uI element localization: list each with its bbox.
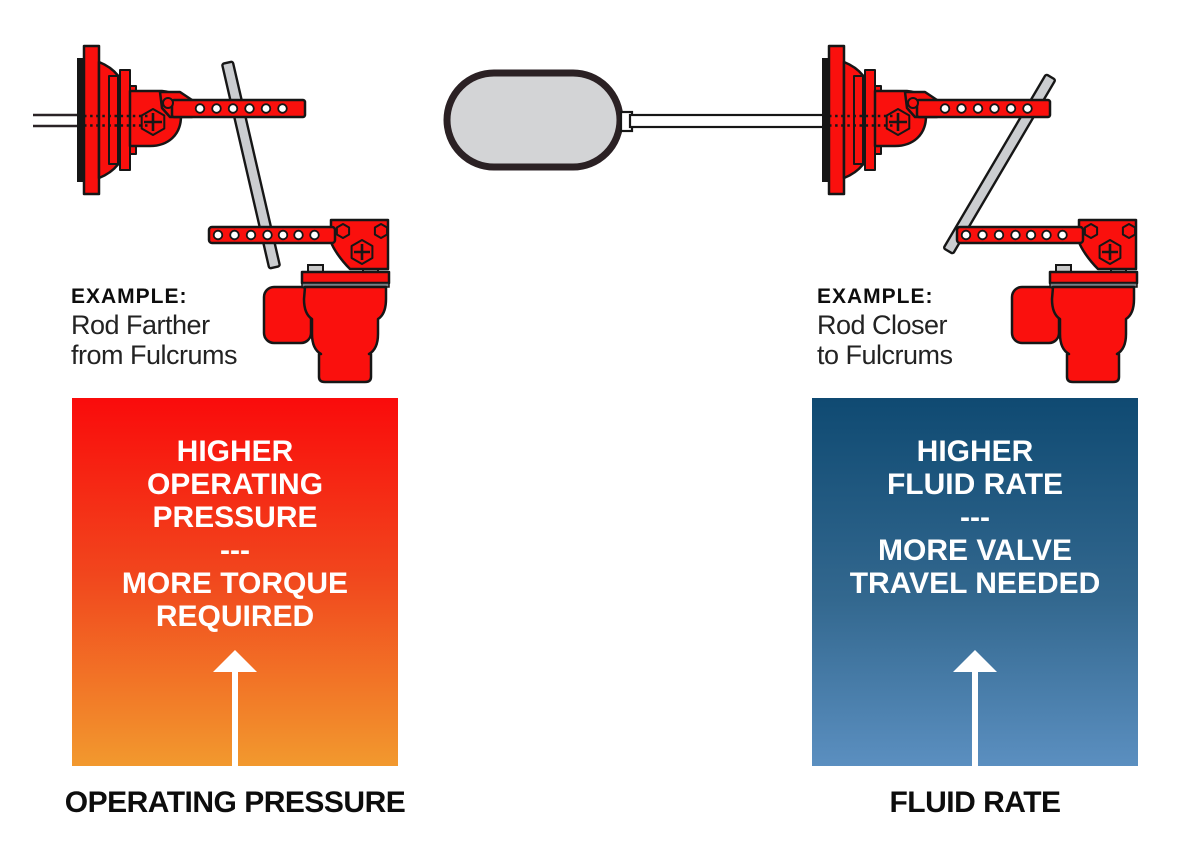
example-left-label: EXAMPLE: — [71, 285, 188, 308]
box-text-line: REQUIRED — [155, 600, 315, 633]
example-right-line1: Rod Closer — [817, 310, 948, 340]
box-text-line: OPERATING — [146, 468, 324, 501]
example-right: EXAMPLE: Rod Closer to Fulcrums — [817, 284, 953, 370]
valve-linkage-diagram — [33, 44, 1139, 384]
up-arrow-shaft — [232, 671, 238, 766]
operating-pressure-caption: OPERATING PRESSURE — [64, 786, 406, 819]
float-rod — [619, 110, 831, 133]
right-angle-valve — [955, 218, 1139, 384]
left-hidden-stem-dots — [84, 114, 150, 127]
fluid-rate-caption: FLUID RATE — [889, 786, 1061, 819]
operating-pressure-box: HIGHER OPERATING PRESSURE --- MORE TORQU… — [72, 398, 398, 766]
example-left: EXAMPLE: Rod Farther from Fulcrums — [71, 284, 238, 370]
example-left-line2: from Fulcrums — [71, 340, 238, 370]
operating-pressure-box-text: HIGHER OPERATING PRESSURE --- MORE TORQU… — [72, 435, 398, 633]
right-diaphragm-assembly — [820, 44, 1052, 196]
example-right-label: EXAMPLE: — [817, 285, 934, 308]
float — [443, 69, 624, 171]
box-text-line: FLUID RATE — [886, 468, 1064, 501]
up-arrow-shaft — [972, 671, 978, 766]
right-link-rod-close-to-fulcrums — [943, 73, 1056, 255]
left-diaphragm-assembly — [75, 44, 307, 196]
box-text-line: TRAVEL NEEDED — [849, 567, 1101, 600]
right-hidden-stem-dots — [829, 114, 895, 127]
up-arrow-icon — [953, 650, 997, 672]
box-text-line: --- — [960, 501, 990, 534]
box-text-line: MORE VALVE — [878, 534, 1072, 567]
box-text-line: PRESSURE — [152, 501, 318, 534]
box-text-line: HIGHER — [916, 435, 1034, 468]
box-text-line: MORE TORQUE — [121, 567, 349, 600]
example-right-line2: to Fulcrums — [817, 340, 953, 370]
fluid-rate-box: HIGHER FLUID RATE --- MORE VALVE TRAVEL … — [812, 398, 1138, 766]
example-left-line1: Rod Farther — [71, 310, 210, 340]
box-text-line: --- — [220, 534, 250, 567]
box-text-line: HIGHER — [176, 435, 294, 468]
left-actuator-stem — [33, 113, 81, 128]
up-arrow-icon — [213, 650, 257, 672]
fluid-rate-box-text: HIGHER FLUID RATE --- MORE VALVE TRAVEL … — [812, 435, 1138, 600]
